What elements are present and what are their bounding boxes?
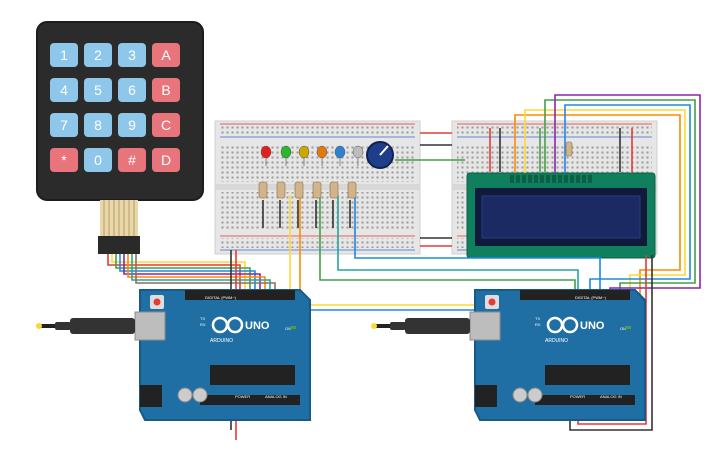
arduino-right-board [474, 289, 646, 421]
arduino-right-rx-label: RX [535, 322, 541, 327]
keypad-key[interactable] [152, 148, 180, 172]
arduino-right-tx-label: TX [535, 316, 540, 321]
orange-led [316, 145, 328, 159]
arduino-right-chip [545, 365, 630, 385]
yellow-led [298, 145, 310, 159]
arduino-left-tx-label: TX [200, 316, 205, 321]
arduino-left-analog-label: ANALOG IN [265, 394, 287, 399]
usb-cable-left [36, 318, 135, 334]
keypad-key[interactable] [84, 148, 112, 172]
arduino-right-digital-label: DIGITAL (PWM~) [575, 295, 607, 300]
keypad-key[interactable] [84, 78, 112, 102]
keypad-key-label: 9 [128, 117, 136, 133]
blue-led [334, 145, 346, 159]
lcd-display [466, 172, 656, 259]
arduino-right-logo [546, 316, 579, 334]
keypad-key-label: 2 [94, 47, 102, 63]
keypad-key[interactable] [50, 113, 78, 137]
arduino-right-power-jack [475, 385, 497, 407]
arduino-left-brand: ARDUINO [210, 338, 233, 344]
arduino-left-on-label: ON [285, 326, 291, 331]
keypad-key[interactable] [118, 43, 146, 67]
keypad-key-label: 6 [128, 82, 136, 98]
usb-cable-right [371, 318, 470, 334]
led-row [260, 145, 364, 166]
green-led [280, 145, 292, 159]
keypad-key-label: * [61, 152, 67, 168]
resistor [276, 181, 286, 199]
wires [107, 94, 701, 440]
keypad-key-label: 4 [60, 82, 68, 98]
keypad-key-label: 5 [94, 82, 102, 98]
arduino-left-rx-label: RX [200, 322, 206, 327]
arduino-right: UNO ARDUINO DIGITAL (PWM~) POWER ANALOG … [469, 289, 646, 421]
resistor [258, 181, 268, 199]
keypad-key[interactable] [118, 113, 146, 137]
resistor [312, 181, 322, 199]
arduino-left-chip [210, 365, 295, 385]
arduino-left-digital-label: DIGITAL (PWM~) [205, 295, 237, 300]
keypad-key[interactable] [84, 43, 112, 67]
arduino-right-power-header [535, 395, 635, 405]
keypad-key-label: D [161, 152, 171, 168]
arduino-right-digital-header [520, 290, 630, 300]
arduino-left-board [139, 289, 311, 421]
keypad-ribbon-lines [103, 200, 135, 238]
arduino-left-power-jack [140, 385, 162, 407]
keypad-key-label: 0 [94, 152, 102, 168]
keypad-key[interactable] [50, 78, 78, 102]
red-led [260, 145, 272, 159]
keypad-key-label: 3 [128, 47, 136, 63]
keypad-key-label: C [161, 117, 171, 133]
keypad-key[interactable] [118, 78, 146, 102]
arduino-left-logo [211, 316, 244, 334]
resistor [294, 181, 304, 199]
resistor [565, 141, 573, 157]
arduino-right-model: UNO [580, 320, 605, 332]
lcd-screen [481, 195, 641, 239]
keypad-key[interactable] [50, 148, 78, 172]
resistor [347, 181, 357, 199]
keypad-key-label: 1 [60, 47, 68, 63]
keypad-key-label: 7 [60, 117, 68, 133]
arduino-right-usb-port [469, 311, 501, 341]
arduino-right-on-label: ON [620, 326, 626, 331]
keypad: 1 2 3 A 4 5 6 B 7 8 9 C * 0 # D [36, 21, 204, 254]
keypad-key-label: 8 [94, 117, 102, 133]
keypad-key-label: A [161, 47, 171, 63]
arduino-left: UNO ARDUINO DIGITAL (PWM~) POWER ANALOG … [134, 289, 311, 421]
potentiometer[interactable] [366, 141, 394, 169]
keypad-connector [98, 236, 140, 254]
keypad-key-label: B [161, 82, 170, 98]
arduino-left-usb-port [134, 311, 166, 341]
keypad-key[interactable] [50, 43, 78, 67]
keypad-key[interactable] [152, 113, 180, 137]
resistor [329, 181, 339, 199]
keypad-key[interactable] [84, 113, 112, 137]
keypad-key[interactable] [152, 43, 180, 67]
keypad-key[interactable] [118, 148, 146, 172]
arduino-left-model: UNO [245, 320, 270, 332]
white-led [352, 145, 364, 159]
arduino-left-digital-header [185, 290, 295, 300]
keypad-key-label: # [128, 152, 136, 168]
resistors [258, 141, 573, 199]
breadboard-left-rail-bottom [220, 238, 415, 248]
arduino-left-power-label: POWER [235, 394, 250, 399]
arduino-right-analog-label: ANALOG IN [600, 394, 622, 399]
arduino-left-power-header [200, 395, 300, 405]
breadboard-left-rail-top [220, 125, 415, 135]
keypad-keys: 1 2 3 A 4 5 6 B 7 8 9 C * 0 # D [50, 43, 180, 172]
arduino-right-power-label: POWER [570, 394, 585, 399]
arduino-right-brand: ARDUINO [545, 338, 568, 344]
keypad-key[interactable] [152, 78, 180, 102]
